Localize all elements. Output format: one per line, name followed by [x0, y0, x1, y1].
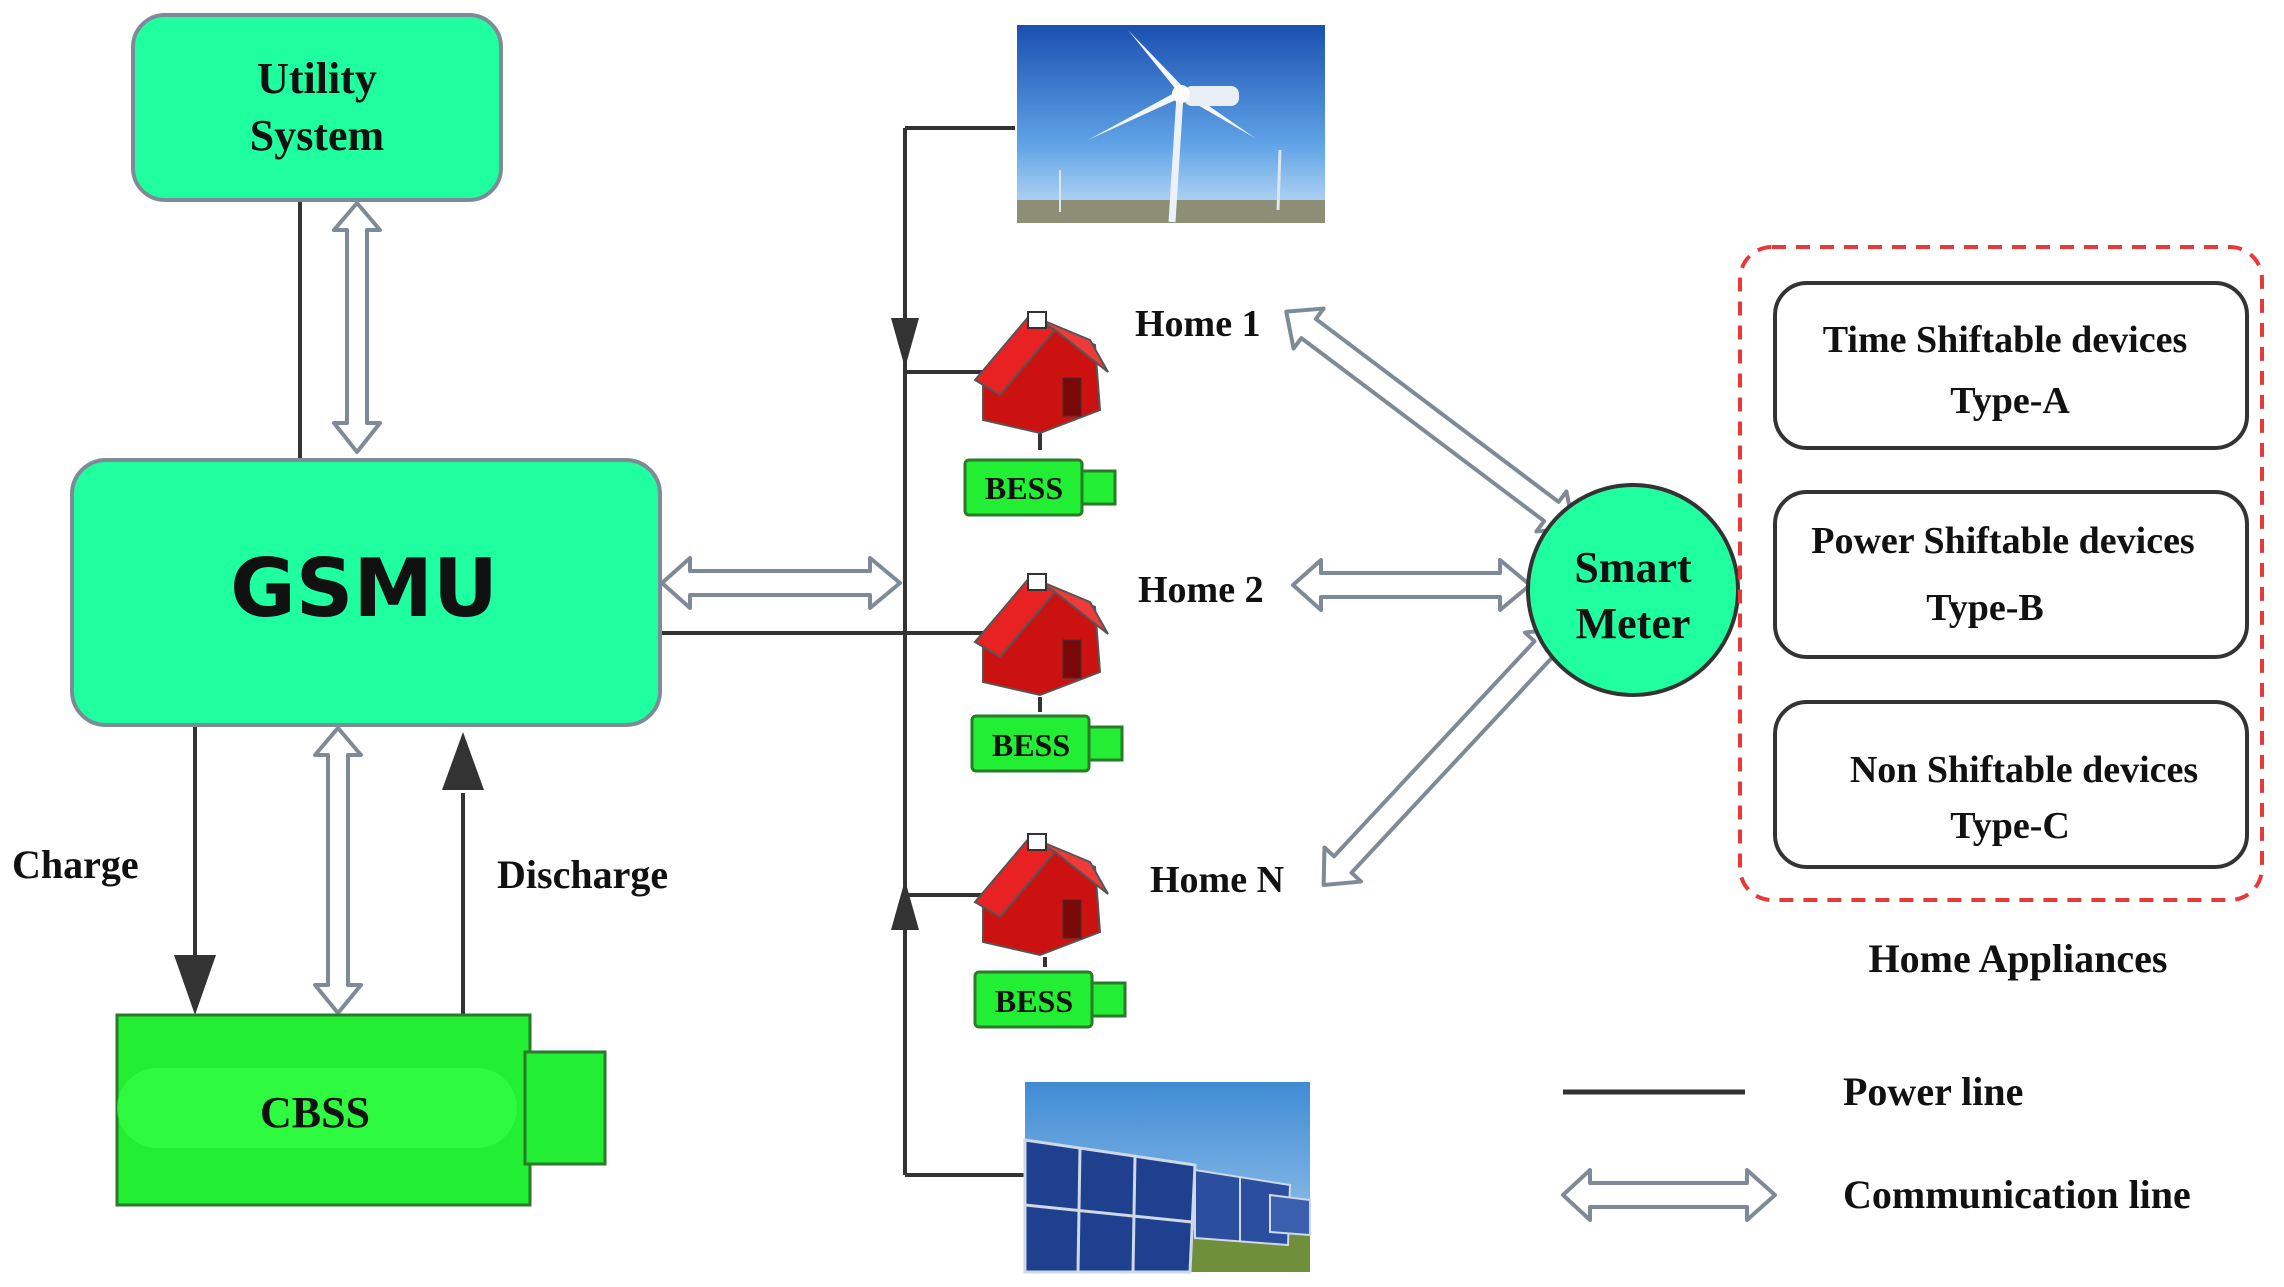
appliance-name: Non Shiftable devices	[1850, 749, 2198, 791]
appliance-type: Type-C	[1950, 805, 2070, 847]
appliance-group-a: Time Shiftable devices Type-A	[1773, 281, 2249, 450]
appliance-type: Type-B	[1926, 587, 2044, 629]
bess-label: BESS	[985, 470, 1063, 506]
communication-lines	[313, 201, 1777, 1222]
up-arrowhead-icon	[891, 880, 919, 930]
utility-title-line1: Utility	[257, 54, 377, 103]
home-label: Home N	[1150, 859, 1284, 901]
comm-arrow-home1-meter	[1284, 306, 1576, 534]
cbss-battery: CBSS	[115, 1013, 607, 1207]
appliance-type: Type-A	[1950, 380, 2070, 422]
gsmu-title: GSMU	[230, 542, 498, 635]
charge-arrowhead-icon	[174, 955, 216, 1015]
appliance-group-b: Power Shiftable devices Type-B	[1773, 490, 2249, 659]
appliance-name: Time Shiftable devices	[1823, 319, 2188, 361]
power-lines	[193, 126, 1047, 1177]
smart-meter-line2: Meter	[1576, 599, 1691, 648]
utility-title-line2: System	[250, 111, 384, 160]
comm-arrow-utility-gsmu	[332, 201, 382, 454]
home-1: BESS Home 1	[963, 303, 1261, 517]
discharge-arrowhead-icon	[442, 732, 484, 790]
house-icon	[973, 833, 1109, 957]
solar-panel-image	[1023, 1082, 1311, 1274]
legend-comm-label: Communication line	[1843, 1172, 2191, 1217]
bess-label: BESS	[995, 983, 1073, 1019]
bess-battery: BESS	[970, 714, 1124, 773]
down-arrowhead-icon	[891, 318, 919, 368]
legend-power-label: Power line	[1843, 1069, 2023, 1114]
home-appliances-title: Home Appliances	[1869, 936, 2168, 981]
home-label: Home 1	[1135, 303, 1261, 345]
comm-arrow-homeN-meter	[1321, 627, 1565, 887]
utility-system-box: Utility System	[131, 13, 503, 202]
charge-label: Charge	[12, 842, 139, 887]
smart-meter: Smart Meter	[1526, 483, 1740, 697]
smart-meter-line1: Smart	[1574, 543, 1692, 592]
wind-turbine-image	[1017, 25, 1325, 223]
bess-battery: BESS	[963, 458, 1117, 517]
house-icon	[973, 573, 1109, 697]
home-2: BESS Home 2	[970, 569, 1264, 773]
gsmu-box: GSMU	[70, 458, 662, 727]
house-icon	[973, 311, 1109, 435]
home-n: BESS Home N	[973, 833, 1284, 1029]
cbss-label: CBSS	[260, 1088, 370, 1137]
comm-arrow-gsmu-homes	[660, 556, 902, 610]
home-label: Home 2	[1138, 569, 1264, 611]
discharge-label: Discharge	[497, 852, 668, 897]
bess-label: BESS	[992, 727, 1070, 763]
comm-arrow-gsmu-cbss	[313, 726, 363, 1015]
bess-battery: BESS	[973, 970, 1127, 1029]
comm-arrow-home2-meter	[1291, 558, 1532, 612]
legend: Power line Communication line	[1563, 1069, 2191, 1217]
appliance-name: Power Shiftable devices	[1811, 520, 2194, 562]
home-appliances-panel: Time Shiftable devices Type-A Power Shif…	[1738, 245, 2264, 981]
appliance-group-c: Non Shiftable devices Type-C	[1773, 700, 2249, 869]
legend-comm-arrow	[1561, 1168, 1777, 1222]
